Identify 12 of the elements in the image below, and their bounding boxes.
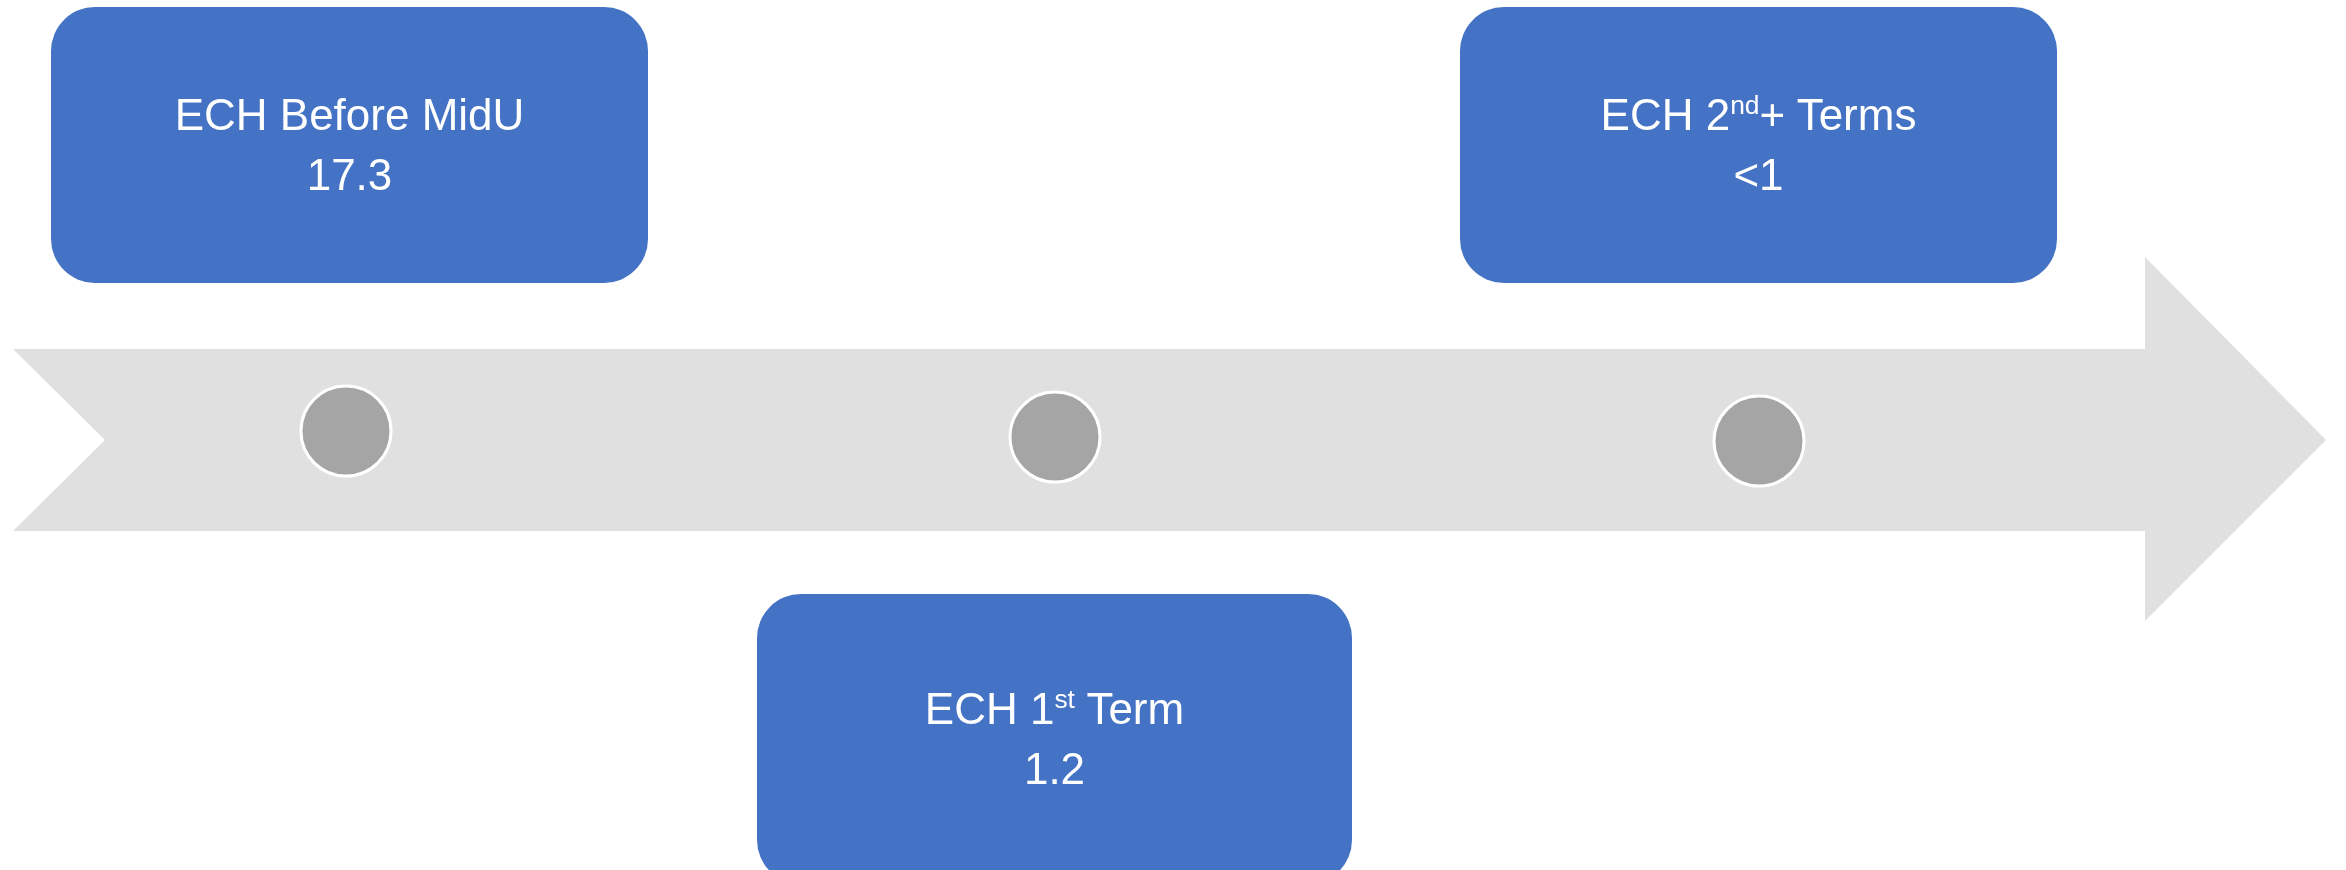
event-label: ECH Before MidU: [174, 89, 525, 141]
event-value: <1: [1733, 149, 1784, 201]
event-box: [1460, 7, 2057, 283]
event-value: 1.2: [1023, 743, 1086, 795]
event-box: [757, 594, 1352, 870]
timeline-marker: [298, 383, 394, 479]
event-value: 17.3: [306, 149, 393, 201]
timeline-marker: [1711, 393, 1807, 489]
event-box: [51, 7, 648, 283]
event-label: ECH 2$^{nd}$+ Terms: [1600, 89, 1917, 141]
timeline-marker: [1007, 389, 1103, 485]
event-label: ECH 1$^{st}$ Term: [924, 683, 1185, 735]
